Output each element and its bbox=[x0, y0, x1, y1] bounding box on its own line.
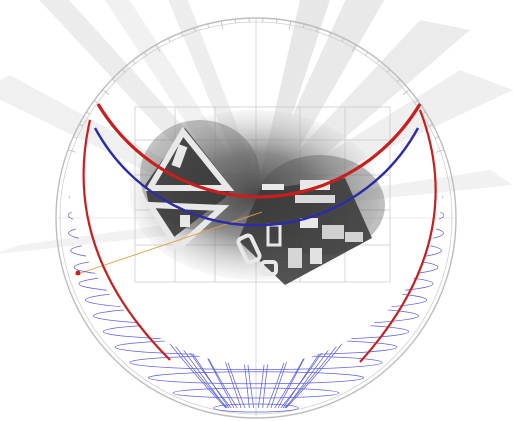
dome-tick bbox=[377, 60, 379, 63]
dome-tick bbox=[86, 112, 89, 114]
dome-tick bbox=[94, 100, 97, 102]
dome-tick bbox=[103, 89, 109, 94]
dome-tick bbox=[208, 24, 209, 28]
dome-tick bbox=[133, 60, 135, 63]
dome-tick bbox=[366, 52, 368, 55]
dome-tick bbox=[435, 137, 439, 139]
dome-tick bbox=[403, 89, 409, 94]
dome-tick bbox=[168, 38, 170, 42]
